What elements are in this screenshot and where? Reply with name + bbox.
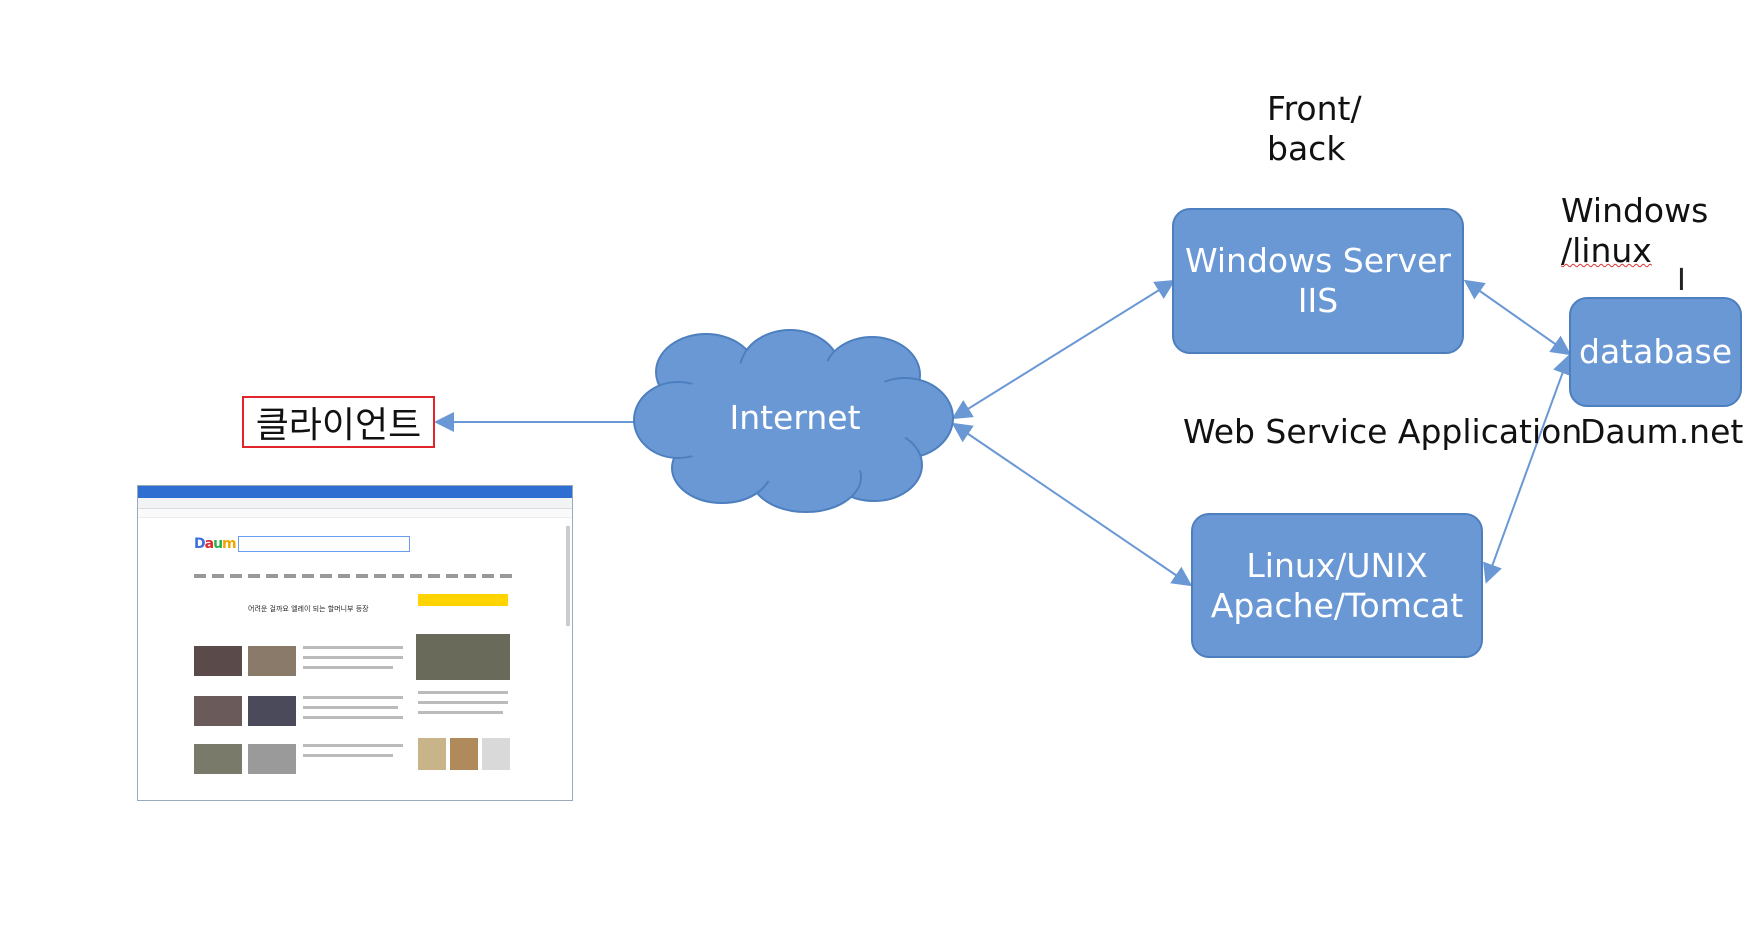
side-thumb-1 bbox=[416, 634, 510, 680]
text-line bbox=[418, 691, 508, 694]
browser-address-bar bbox=[138, 498, 572, 509]
browser-scrollbar bbox=[566, 526, 570, 626]
text-cursor-icon: I bbox=[1677, 263, 1686, 298]
text-line bbox=[303, 696, 403, 699]
text-line bbox=[418, 701, 508, 704]
text-line bbox=[303, 744, 403, 747]
daum-search-box bbox=[238, 536, 410, 552]
text-line bbox=[303, 656, 403, 659]
daum-net-label: Daum.net bbox=[1580, 412, 1744, 451]
text-line bbox=[303, 754, 393, 757]
news-thumb-4 bbox=[248, 696, 296, 726]
news-thumb-1 bbox=[194, 646, 242, 676]
daum-logo: Daum bbox=[194, 536, 237, 552]
side-thumb-3 bbox=[450, 738, 478, 770]
text-line bbox=[418, 711, 503, 714]
daum-login-banner bbox=[418, 594, 508, 606]
linux-server-line1: Linux/UNIX bbox=[1246, 545, 1428, 585]
arrow-internet-windows bbox=[951, 279, 1176, 420]
internet-label: Internet bbox=[729, 398, 861, 437]
front-back-line1: Front/ bbox=[1267, 89, 1362, 128]
text-line bbox=[303, 666, 393, 669]
windows-linux-line2: /linux bbox=[1561, 231, 1652, 270]
windows-server-line1: Windows Server bbox=[1184, 241, 1451, 280]
web-service-application-label: Web Service Application bbox=[1183, 412, 1583, 451]
front-back-label: Front/ back bbox=[1267, 89, 1362, 169]
windows-server-line2: IIS bbox=[1297, 281, 1339, 320]
text-line bbox=[303, 716, 403, 719]
linux-server-node: Linux/UNIX Apache/Tomcat bbox=[1191, 513, 1483, 658]
front-back-line2: back bbox=[1267, 129, 1346, 168]
internet-cloud bbox=[633, 329, 954, 513]
arrow-windows-database bbox=[1463, 279, 1572, 356]
news-thumb-2 bbox=[248, 646, 296, 676]
arrow-linux-database bbox=[1483, 354, 1572, 584]
text-line bbox=[303, 706, 398, 709]
arrow-internet-linux bbox=[951, 422, 1193, 587]
daum-headline: 어려운 걸까요 엘레이 되는 할머니부 등장 bbox=[248, 605, 369, 613]
database-node: database bbox=[1569, 297, 1742, 407]
browser-tab-strip bbox=[138, 486, 572, 498]
news-thumb-5 bbox=[194, 744, 242, 774]
daum-nav-menu bbox=[194, 574, 514, 578]
news-thumb-6 bbox=[248, 744, 296, 774]
side-thumb-4 bbox=[482, 738, 510, 770]
client-label: 클라이언트 bbox=[242, 396, 435, 448]
windows-linux-label: Windows /linux bbox=[1561, 191, 1708, 271]
browser-screenshot: Daum 어려운 걸까요 엘레이 되는 할머니부 등장 bbox=[137, 485, 573, 801]
windows-server-node: Windows Server IIS bbox=[1172, 208, 1464, 354]
browser-bookmarks-bar bbox=[138, 509, 572, 518]
side-thumb-2 bbox=[418, 738, 446, 770]
windows-linux-line1: Windows bbox=[1561, 191, 1709, 230]
text-line bbox=[303, 646, 403, 649]
linux-server-line2: Apache/Tomcat bbox=[1210, 585, 1464, 625]
database-label: database bbox=[1579, 332, 1732, 371]
news-thumb-3 bbox=[194, 696, 242, 726]
